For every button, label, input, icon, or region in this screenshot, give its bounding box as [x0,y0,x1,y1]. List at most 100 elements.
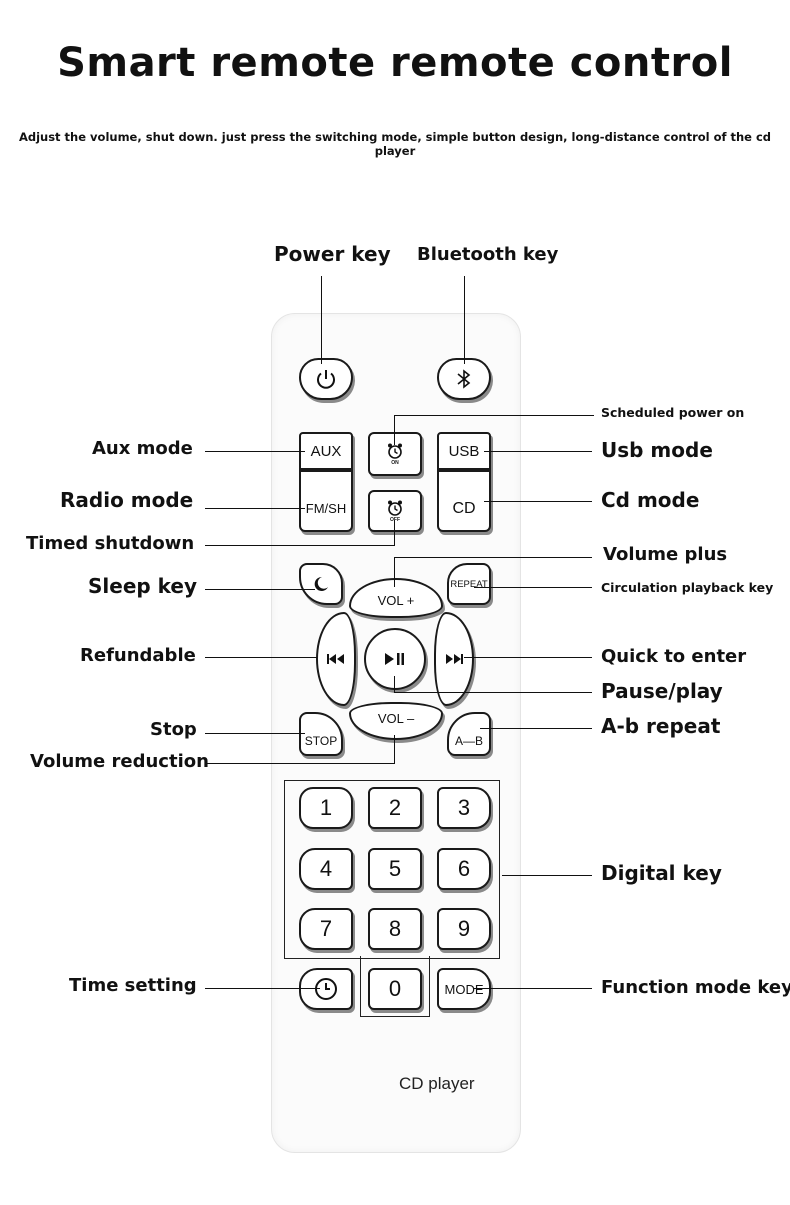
aux-button-label: AUX [310,442,342,460]
mode-button[interactable]: MODE [437,968,491,1010]
digit-6-button[interactable]: 6 [437,848,491,890]
callout-ab-repeat: A-b repeat [601,714,721,738]
play-pause-icon [385,653,404,665]
alarm-off-button[interactable]: OFF [368,490,422,532]
callout-quick-to-enter: Quick to enter [601,646,747,667]
ab-repeat-button[interactable]: A—B [447,712,491,756]
digit-label: 3 [457,795,471,820]
digit-8-button[interactable]: 8 [368,908,422,950]
digit-label: 1 [319,795,333,820]
model-label: CD player [399,1074,475,1093]
page-title: Smart remote remote control [57,40,733,86]
repeat-button-label: REPEAT [450,578,488,590]
digit-label: 4 [319,856,333,881]
digit-0-button[interactable]: 0 [368,968,422,1010]
cd-button[interactable]: CD [437,470,491,532]
leader-line [205,589,315,590]
clock-button[interactable] [299,968,353,1010]
digit-label: 6 [457,856,471,881]
numpad-frame [284,780,500,959]
leader-line [205,508,305,509]
leader-line [394,557,395,587]
callout-aux-mode: Aux mode [92,438,193,459]
leader-line [394,735,395,763]
leader-line [464,276,465,364]
next-track-icon [446,654,463,664]
usb-button[interactable]: USB [437,432,491,470]
digit-9-button[interactable]: 9 [437,908,491,950]
digit-label: 5 [388,856,402,881]
alarm-on-label: ON [391,460,399,466]
callout-power-key: Power key [274,242,391,266]
leader-line [205,763,395,764]
digit-2-button[interactable]: 2 [368,787,422,829]
bluetooth-button[interactable] [437,358,491,400]
repeat-button[interactable]: REPEAT [447,563,491,605]
leader-line [502,875,592,876]
bluetooth-icon [457,369,471,389]
leader-line [205,545,395,546]
digit-1-button[interactable]: 1 [299,787,353,829]
alarm-off-label: OFF [390,517,400,523]
clock-icon [315,978,337,1000]
callout-circulation-playback-key: Circulation playback key [601,580,774,595]
aux-button[interactable]: AUX [299,432,353,470]
digit-4-button[interactable]: 4 [299,848,353,890]
leader-line [484,501,592,502]
leader-line [394,557,592,558]
zero-key-frame [360,956,430,1017]
digit-label: 9 [457,916,471,941]
leader-line [321,276,322,364]
play-pause-button[interactable] [364,628,426,690]
callout-volume-reduction: Volume reduction [30,751,209,772]
callout-bluetooth-key: Bluetooth key [417,244,559,265]
alarm-clock-icon [388,443,402,459]
leader-line [394,692,592,693]
callout-usb-mode: Usb mode [601,438,713,462]
digit-label: 0 [388,976,402,1001]
alarm-on-button[interactable]: ON [368,432,422,476]
leader-line [205,451,305,452]
callout-stop: Stop [150,719,197,740]
usb-button-label: USB [448,442,480,460]
callout-digital-key: Digital key [601,861,722,885]
digit-7-button[interactable]: 7 [299,908,353,950]
callout-sleep-key: Sleep key [88,574,198,598]
leader-line [205,988,320,989]
callout-refundable: Refundable [80,645,196,666]
digit-label: 2 [388,795,402,820]
leader-line [394,520,395,545]
callout-cd-mode: Cd mode [601,488,700,512]
mode-button-label: MODE [444,981,484,997]
alarm-clock-icon [388,500,402,516]
leader-line [480,728,592,729]
leader-line [394,415,594,416]
previous-track-icon [327,654,344,664]
leader-line [205,657,317,658]
page-subtitle: Adjust the volume, shut down. just press… [18,130,772,158]
power-icon [317,370,335,389]
callout-function-mode-key: Function mode key [601,977,790,998]
volume-minus-label: VOL – [377,710,415,726]
moon-icon [314,576,328,591]
ab-repeat-label: A—B [454,734,483,748]
digit-5-button[interactable]: 5 [368,848,422,890]
volume-plus-label: VOL + [377,592,415,608]
callout-scheduled-power-on: Scheduled power on [601,405,745,420]
callout-volume-plus: Volume plus [603,544,728,565]
leader-line [464,657,592,658]
leader-line [205,733,305,734]
leader-line [394,676,395,692]
cd-button-label: CD [452,500,476,517]
leader-line [394,415,395,445]
digit-label: 8 [388,916,402,941]
digit-label: 7 [319,916,333,941]
volume-plus-button[interactable]: VOL + [349,578,443,618]
callout-timed-shutdown: Timed shutdown [26,533,195,554]
digit-3-button[interactable]: 3 [437,787,491,829]
leader-line [484,451,592,452]
stop-button-label: STOP [304,734,338,748]
fm-button[interactable]: FM/SH [299,470,353,532]
callout-radio-mode: Radio mode [60,488,194,512]
power-button[interactable] [299,358,353,400]
